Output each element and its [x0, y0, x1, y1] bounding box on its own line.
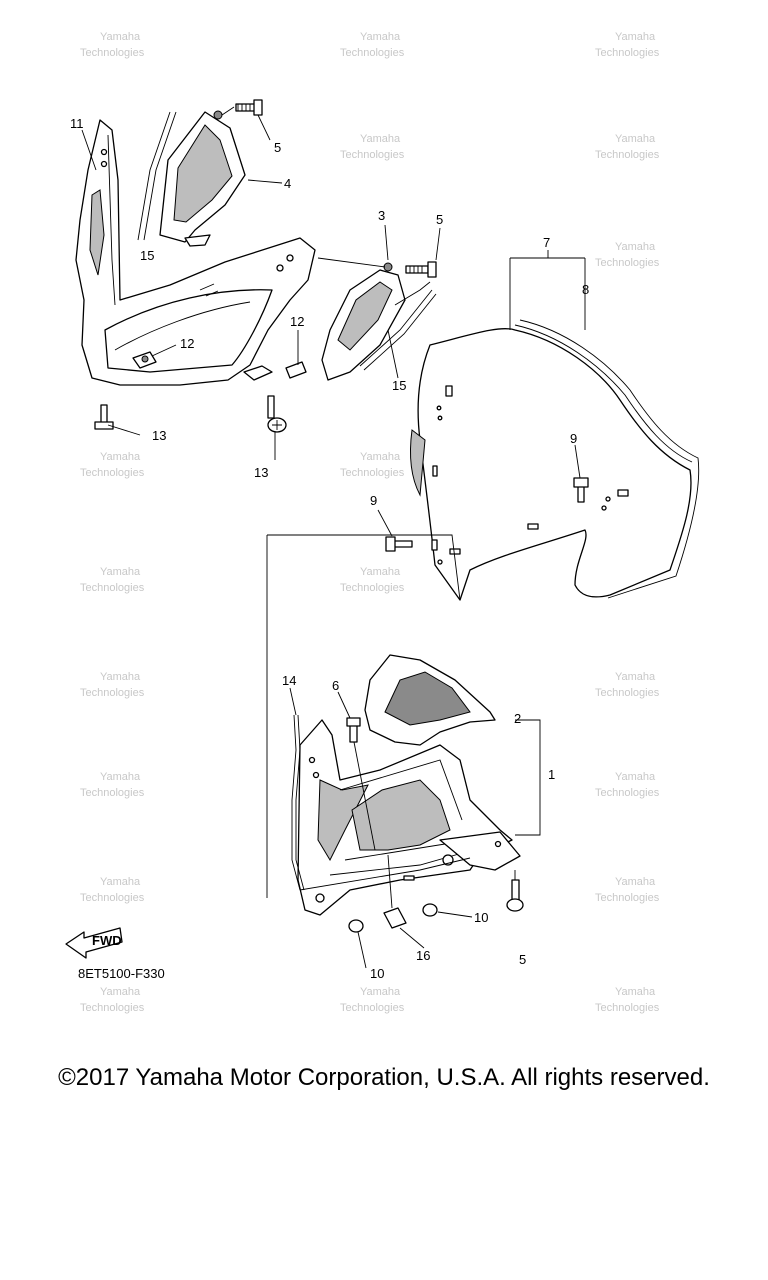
bolt-6 — [346, 717, 361, 743]
watermark-line2: Technologies — [595, 47, 660, 59]
callout-9-right: 9 — [570, 431, 577, 446]
bolt-5-mid — [405, 261, 437, 278]
callout-15-left: 15 — [140, 248, 154, 263]
callout-7: 7 — [543, 235, 550, 250]
windshield — [409, 319, 700, 601]
screw-13-left — [94, 404, 114, 430]
callout-10-left: 10 — [370, 966, 384, 981]
watermark-line2: Technologies — [595, 149, 660, 161]
watermark-line1: Yamaha — [360, 31, 401, 43]
screw-13-right — [267, 395, 287, 433]
watermark-line2: Technologies — [80, 787, 145, 799]
watermark-line1: Yamaha — [100, 31, 141, 43]
seal-strip-14-inner — [295, 714, 305, 891]
watermark-line2: Technologies — [595, 687, 660, 699]
callout-5-mid: 5 — [436, 212, 443, 227]
watermark-line1: Yamaha — [100, 566, 141, 578]
watermark-line2: Technologies — [80, 1002, 145, 1014]
watermark-line2: Technologies — [340, 582, 405, 594]
parts-diagram: Yamaha Technologies Yamaha Technologies … — [65, 31, 700, 1014]
callout-13-left: 13 — [152, 428, 166, 443]
watermark-line1: Yamaha — [615, 986, 656, 998]
callout-16: 16 — [416, 948, 430, 963]
collar-10-right — [422, 903, 438, 917]
watermark-line2: Technologies — [595, 787, 660, 799]
watermark-line2: Technologies — [80, 892, 145, 904]
watermark-line2: Technologies — [80, 687, 145, 699]
watermark-line1: Yamaha — [360, 133, 401, 145]
bolt-5-bottom — [506, 879, 524, 912]
watermark-line1: Yamaha — [615, 876, 656, 888]
watermark-line1: Yamaha — [615, 133, 656, 145]
watermark-line1: Yamaha — [615, 241, 656, 253]
lower-cowl-assembly — [297, 654, 521, 916]
callout-14: 14 — [282, 673, 296, 688]
copyright-notice: ©2017 Yamaha Motor Corporation, U.S.A. A… — [58, 1064, 710, 1091]
watermark-line1: Yamaha — [100, 876, 141, 888]
screw-9-right — [573, 477, 589, 503]
watermark-line1: Yamaha — [615, 31, 656, 43]
watermark-line2: Technologies — [340, 467, 405, 479]
watermark-line2: Technologies — [595, 892, 660, 904]
collar-10-left — [348, 919, 364, 933]
callout-2: 2 — [514, 711, 521, 726]
seal-strip-left-inner — [143, 111, 177, 241]
watermark-line1: Yamaha — [615, 671, 656, 683]
diagram-code: 8ET5100-F330 — [78, 966, 165, 981]
callout-8: 8 — [582, 282, 589, 297]
seal-strip-14 — [291, 714, 301, 891]
callout-4: 4 — [284, 176, 291, 191]
callout-6: 6 — [332, 678, 339, 693]
callout-3: 3 — [378, 208, 385, 223]
watermark-line2: Technologies — [595, 257, 660, 269]
callout-15-mid: 15 — [392, 378, 406, 393]
watermark-line1: Yamaha — [100, 986, 141, 998]
callout-11: 11 — [70, 116, 84, 131]
watermark-line1: Yamaha — [360, 986, 401, 998]
watermark-line2: Technologies — [80, 467, 145, 479]
callout-5-bottom: 5 — [519, 952, 526, 967]
callout-10-right: 10 — [474, 910, 488, 925]
screw-9-left — [385, 536, 413, 552]
watermark-line1: Yamaha — [100, 771, 141, 783]
air-duct — [159, 111, 246, 247]
watermark-line2: Technologies — [595, 1002, 660, 1014]
watermark-line2: Technologies — [80, 582, 145, 594]
watermark-line1: Yamaha — [360, 566, 401, 578]
callout-12-left: 12 — [180, 336, 194, 351]
seal-strip-left — [137, 111, 171, 241]
nut-12-right — [285, 361, 307, 379]
fwd-label: FWD — [92, 933, 122, 948]
callout-9-left: 9 — [370, 493, 377, 508]
callout-5-top: 5 — [274, 140, 281, 155]
watermark-group: Yamaha Technologies Yamaha Technologies … — [80, 31, 660, 1014]
side-cowling — [75, 119, 316, 386]
watermark-line1: Yamaha — [100, 451, 141, 463]
watermark-line2: Technologies — [340, 149, 405, 161]
fwd-arrow-icon: FWD — [65, 927, 123, 959]
inner-panel — [321, 262, 437, 381]
watermark-line1: Yamaha — [100, 671, 141, 683]
watermark-line2: Technologies — [340, 1002, 405, 1014]
watermark-line2: Technologies — [340, 47, 405, 59]
bolt-5-top — [235, 99, 263, 116]
clip-16 — [383, 907, 407, 929]
watermark-line1: Yamaha — [360, 451, 401, 463]
callout-13-right: 13 — [254, 465, 268, 480]
callout-1: 1 — [548, 767, 555, 782]
watermark-line2: Technologies — [80, 47, 145, 59]
callout-12-right: 12 — [290, 314, 304, 329]
nut-12-left — [132, 351, 157, 369]
watermark-line1: Yamaha — [615, 771, 656, 783]
